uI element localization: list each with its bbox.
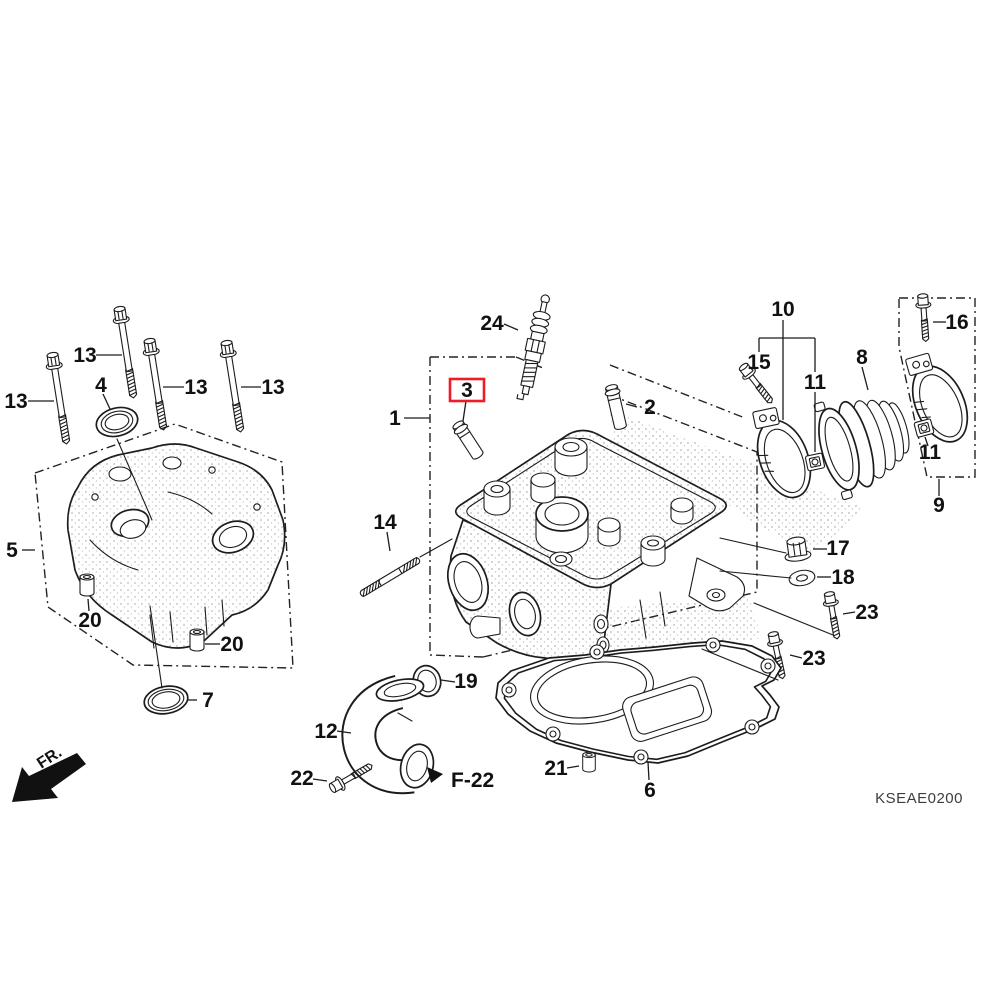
callout-4[interactable]: 4 [95,374,107,397]
callout-8[interactable]: 8 [856,346,868,369]
callout-7[interactable]: 7 [202,689,214,712]
callout-3-selected[interactable]: 3 [461,379,473,402]
callout-6[interactable]: 6 [644,779,656,802]
callouts: 13 13 13 13 4 5 20 20 7 1 3 24 2 14 10 1… [4,298,968,802]
callout-13-4[interactable]: 13 [261,376,284,399]
bolt-16 [914,292,934,343]
spark-plug-drawing [516,294,551,401]
dashed-box-clamp-assy [898,297,976,478]
cross-ref-label[interactable]: F-22 [451,769,494,792]
cross-ref-arrow-icon [427,767,443,783]
cross-reference: F-22 [427,767,494,792]
callout-23-2[interactable]: 23 [802,647,825,670]
seal-4 [95,406,139,438]
callout-11-2[interactable]: 11 [919,441,942,464]
leader-lines [22,320,946,782]
callout-20-2[interactable]: 20 [220,633,243,656]
dowel-20-a [79,573,95,597]
dowel-21 [582,751,596,773]
pointer-lines [116,438,834,689]
bolt-13-b [110,304,143,400]
callout-21[interactable]: 21 [544,757,568,780]
callout-11-1[interactable]: 11 [804,371,827,394]
callout-23-1[interactable]: 23 [855,601,878,624]
callout-12[interactable]: 12 [314,720,337,743]
washer-18 [788,569,816,587]
callout-24[interactable]: 24 [480,312,504,335]
bolt-13-a [43,350,76,446]
callout-9[interactable]: 9 [933,494,945,517]
callout-19[interactable]: 19 [454,670,477,693]
callout-16[interactable]: 16 [945,311,968,334]
callout-2[interactable]: 2 [644,396,656,419]
callout-10[interactable]: 10 [771,298,794,321]
callout-13-2[interactable]: 13 [4,390,27,413]
selected-part-highlight [448,377,486,403]
bolt-13-c [140,336,173,432]
ghost-shading [565,410,866,666]
seal-7 [143,685,189,715]
callout-15[interactable]: 15 [747,351,771,374]
nut-11-a [804,452,826,472]
callout-1[interactable]: 1 [389,407,401,430]
nut-11-b [913,418,935,438]
callout-20-1[interactable]: 20 [78,609,101,632]
water-elbow-12 [341,674,435,795]
callout-13-1[interactable]: 13 [73,344,96,367]
flange-nut-17 [784,536,812,562]
front-direction-marker: FR. [12,744,86,802]
callout-14[interactable]: 14 [373,511,397,534]
intake-boot-8 [813,399,910,501]
valve-guide-2 [604,384,627,430]
dowel-20-b [189,628,205,652]
diagram-code: KSEAE0200 [875,790,963,807]
cylinder-head-drawing [446,429,746,664]
callout-18[interactable]: 18 [831,566,855,589]
callout-22[interactable]: 22 [290,767,313,790]
bolt-23-a [820,590,846,641]
head-gasket-6 [495,637,782,765]
callout-5[interactable]: 5 [6,539,18,562]
valve-guide-3 [452,420,484,460]
stud-bolt-14 [359,556,421,598]
callout-13-3[interactable]: 13 [184,376,207,399]
callout-17[interactable]: 17 [826,537,849,560]
bolt-13-d [217,338,250,434]
front-arrow-icon [12,753,86,802]
